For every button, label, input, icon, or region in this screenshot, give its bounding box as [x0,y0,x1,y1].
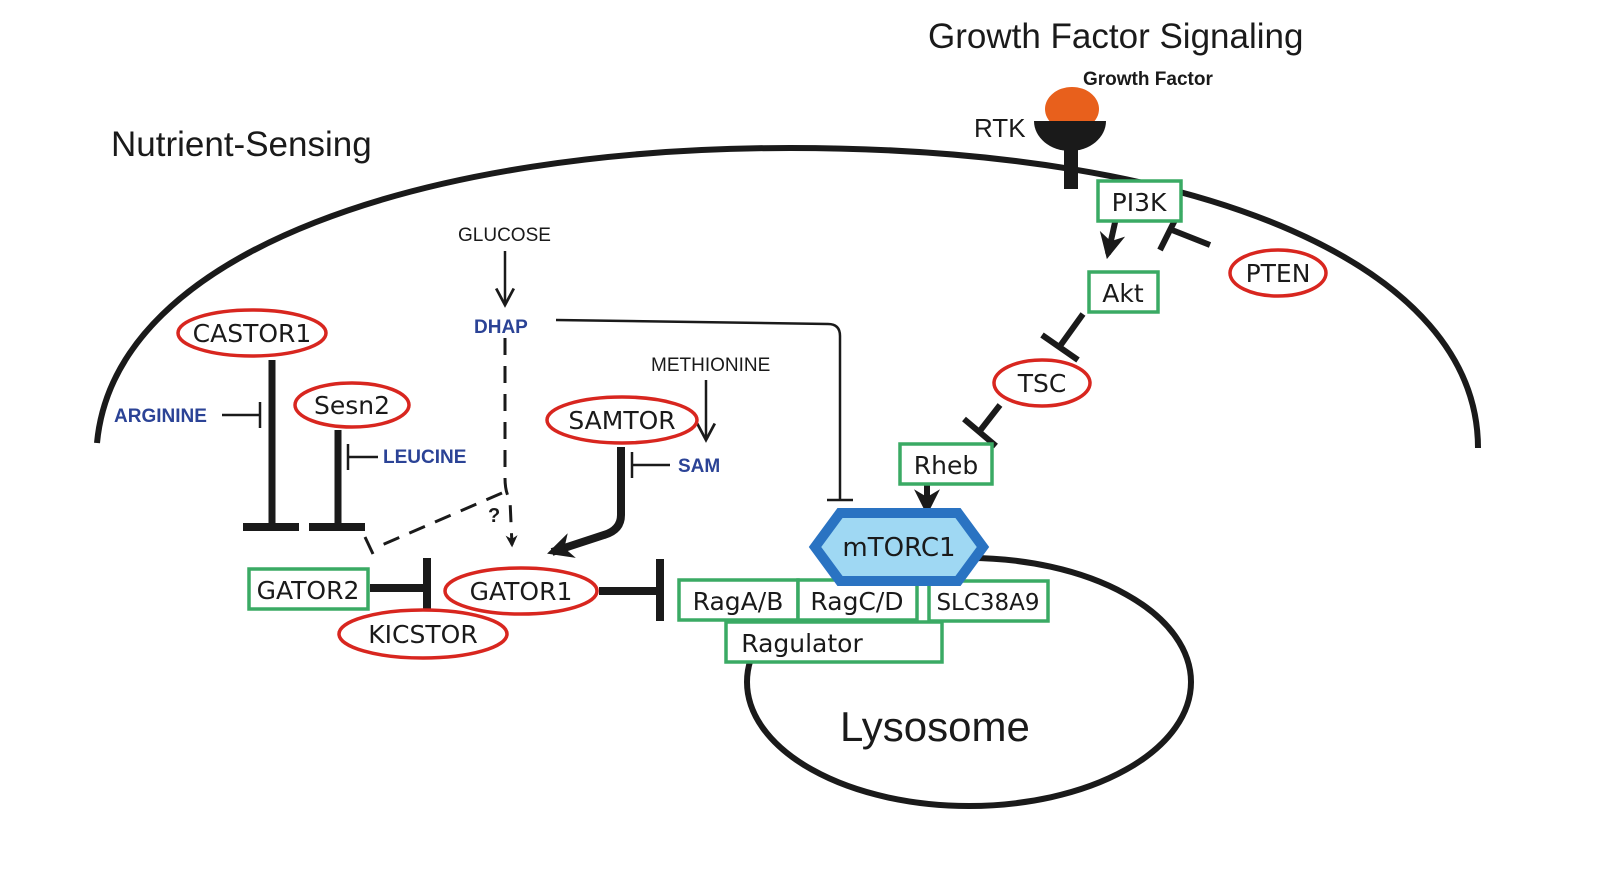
raga-b-label: RagA/B [693,587,784,616]
unknown-mechanism-mark: ? [488,505,500,527]
ragulator-label: Ragulator [741,629,863,658]
kicstor-node[interactable]: KICSTOR [337,608,509,660]
pi3k-to-akt-arrow [1099,217,1126,260]
akt-label: Akt [1102,279,1144,308]
dhap-inhibits-mtorc1 [555,318,842,500]
dhap-to-gator2-dashed [374,491,503,550]
akt-node[interactable]: Akt [1087,270,1160,314]
tsc-inhibition-bar [962,416,998,449]
lysosome-label: Lysosome [840,703,1030,750]
pten-node[interactable]: PTEN [1228,248,1328,298]
raga-b-node[interactable]: RagA/B [677,578,800,622]
rheb-node[interactable]: Rheb [898,442,994,486]
slc38a9-label: SLC38A9 [936,590,1039,616]
dhap-to-gator1-dashed [503,338,518,548]
gator1-label: GATOR1 [470,577,573,606]
gator2-label: GATOR2 [257,576,360,605]
ragulator-node[interactable]: Ragulator [724,620,944,664]
mtorc1-complex[interactable]: mTORC1 [808,508,990,586]
gator1-node[interactable]: GATOR1 [443,566,599,616]
dashed-inhibition-bar [363,536,375,555]
dhap-label: DHAP [474,317,528,338]
kicstor-label: KICSTOR [368,620,477,649]
pi3k-label: PI3K [1112,188,1167,217]
akt-inhibition-bar [1040,332,1080,363]
ragc-d-node[interactable]: RagC/D [796,578,919,622]
rheb-label: Rheb [914,451,978,480]
pi3k-node[interactable]: PI3K [1096,179,1183,223]
arginine-label: ARGININE [114,406,207,427]
samtor-label: SAMTOR [568,406,675,435]
sesn2-node[interactable]: Sesn2 [293,381,411,429]
akt-inhibits-tsc [1057,312,1086,348]
sesn2-label: Sesn2 [314,391,390,420]
pten-label: PTEN [1246,259,1311,288]
cell-membrane [94,144,1481,449]
mtorc1-label: mTORC1 [842,533,955,563]
castor1-node[interactable]: CASTOR1 [176,308,328,358]
rtk-receptor-cup [1034,121,1106,151]
pten-inhibits-pi3k [1170,227,1212,248]
leucine-label: LEUCINE [383,447,466,468]
tsc-node[interactable]: TSC [992,358,1092,408]
gator2-node[interactable]: GATOR2 [247,567,370,611]
samtor-node[interactable]: SAMTOR [545,395,699,445]
rtk-receptor-stem [1064,140,1078,189]
ragc-d-label: RagC/D [810,587,903,616]
slc38a9-node[interactable]: SLC38A9 [927,579,1050,623]
samtor-to-gator1-arrow [547,447,625,558]
castor1-label: CASTOR1 [193,319,312,348]
tsc-inhibits-rheb [976,403,1003,434]
growth-factor-label: Growth Factor [1083,69,1213,90]
growth-factor-signaling-heading: Growth Factor Signaling [928,17,1303,56]
rtk-label: RTK [974,113,1026,143]
glucose-label: GLUCOSE [458,225,551,246]
tsc-label: TSC [1017,369,1067,398]
nutrient-sensing-heading: Nutrient-Sensing [111,125,372,164]
growth-factor-ligand [1045,87,1099,131]
methionine-label: METHIONINE [651,355,770,376]
sam-label: SAM [678,456,720,477]
